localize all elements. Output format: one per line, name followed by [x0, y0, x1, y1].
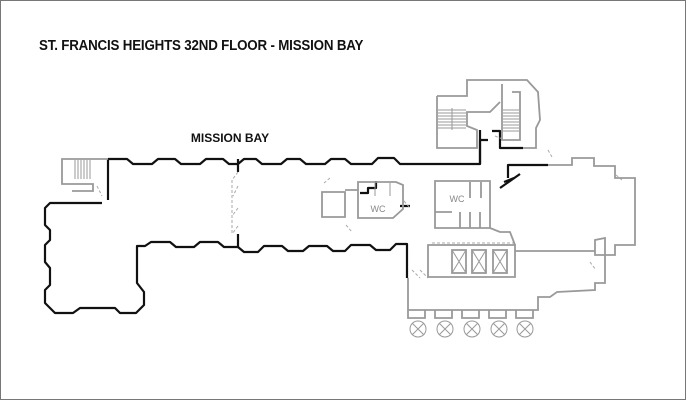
left-stairwell — [61, 158, 108, 197]
doors — [231, 135, 623, 279]
north-stairwells — [436, 79, 541, 149]
wc-label: WC — [450, 194, 465, 204]
east-wing-outline — [407, 157, 636, 311]
restroom-1: WC — [321, 181, 404, 219]
room-label-mission-bay: MISSION BAY — [191, 131, 269, 145]
wc-label: WC — [371, 204, 386, 214]
page-title: ST. FRANCIS HEIGHTS 32ND FLOOR - MISSION… — [39, 38, 364, 54]
mission-bay-outline — [43, 129, 548, 315]
elevator-lobby — [427, 242, 595, 278]
restroom-2: WC — [434, 180, 491, 229]
window-bays — [407, 310, 534, 338]
elevator-icon — [451, 249, 508, 274]
